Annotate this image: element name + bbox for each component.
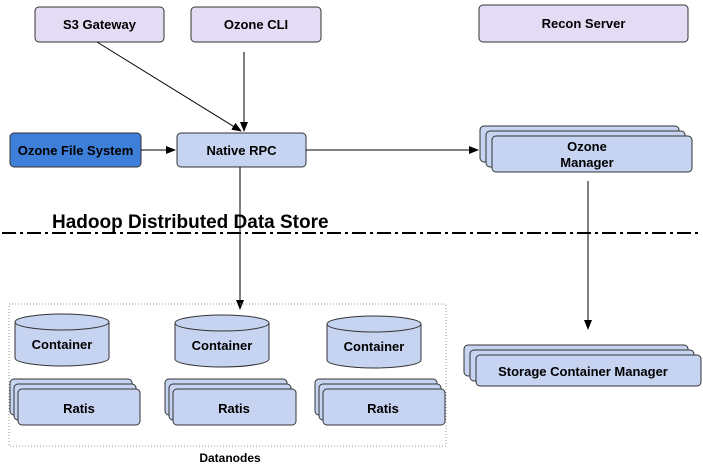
datanode-3: Container Ratis <box>314 315 446 426</box>
storage-container-manager-label: Storage Container Manager <box>498 364 668 379</box>
datanodes-label: Datanodes <box>199 451 261 465</box>
ozone-manager-stack: Ozone Manager <box>479 125 693 173</box>
datanodes-group <box>8 303 447 447</box>
container-label: Container <box>32 337 93 352</box>
ratis-label: Ratis <box>218 401 250 416</box>
ozone-manager-label-line2: Manager <box>560 155 613 170</box>
ratis-stack: Ratis <box>9 378 141 426</box>
separator-label: Hadoop Distributed Data Store <box>52 212 329 233</box>
datanode-2: Container Ratis <box>164 314 297 426</box>
container-label: Container <box>344 339 405 354</box>
recon-server-label: Recon Server <box>542 16 626 31</box>
container-cylinder: Container <box>174 314 270 368</box>
ratis-label: Ratis <box>367 401 399 416</box>
datanode-1: Container Ratis <box>9 313 141 426</box>
ozone-file-system-box: Ozone File System <box>9 132 142 168</box>
native-rpc-box: Native RPC <box>176 132 307 168</box>
container-label: Container <box>192 338 253 353</box>
ozone-file-system-label: Ozone File System <box>18 143 134 158</box>
ratis-stack: Ratis <box>314 378 446 426</box>
storage-container-manager-stack: Storage Container Manager <box>463 344 702 387</box>
arrow-s3-to-rpc <box>96 41 242 132</box>
ozone-cli-label: Ozone CLI <box>224 17 288 32</box>
s3-gateway-box: S3 Gateway <box>34 6 165 43</box>
container-cylinder: Container <box>14 313 110 367</box>
s3-gateway-label: S3 Gateway <box>63 17 137 32</box>
ozone-cli-box: Ozone CLI <box>190 6 322 43</box>
recon-server-box: Recon Server <box>478 4 689 43</box>
ozone-manager-label-line1: Ozone <box>567 139 607 154</box>
ratis-stack: Ratis <box>164 378 297 426</box>
native-rpc-label: Native RPC <box>206 143 277 158</box>
ratis-label: Ratis <box>63 401 95 416</box>
container-cylinder: Container <box>326 315 422 369</box>
